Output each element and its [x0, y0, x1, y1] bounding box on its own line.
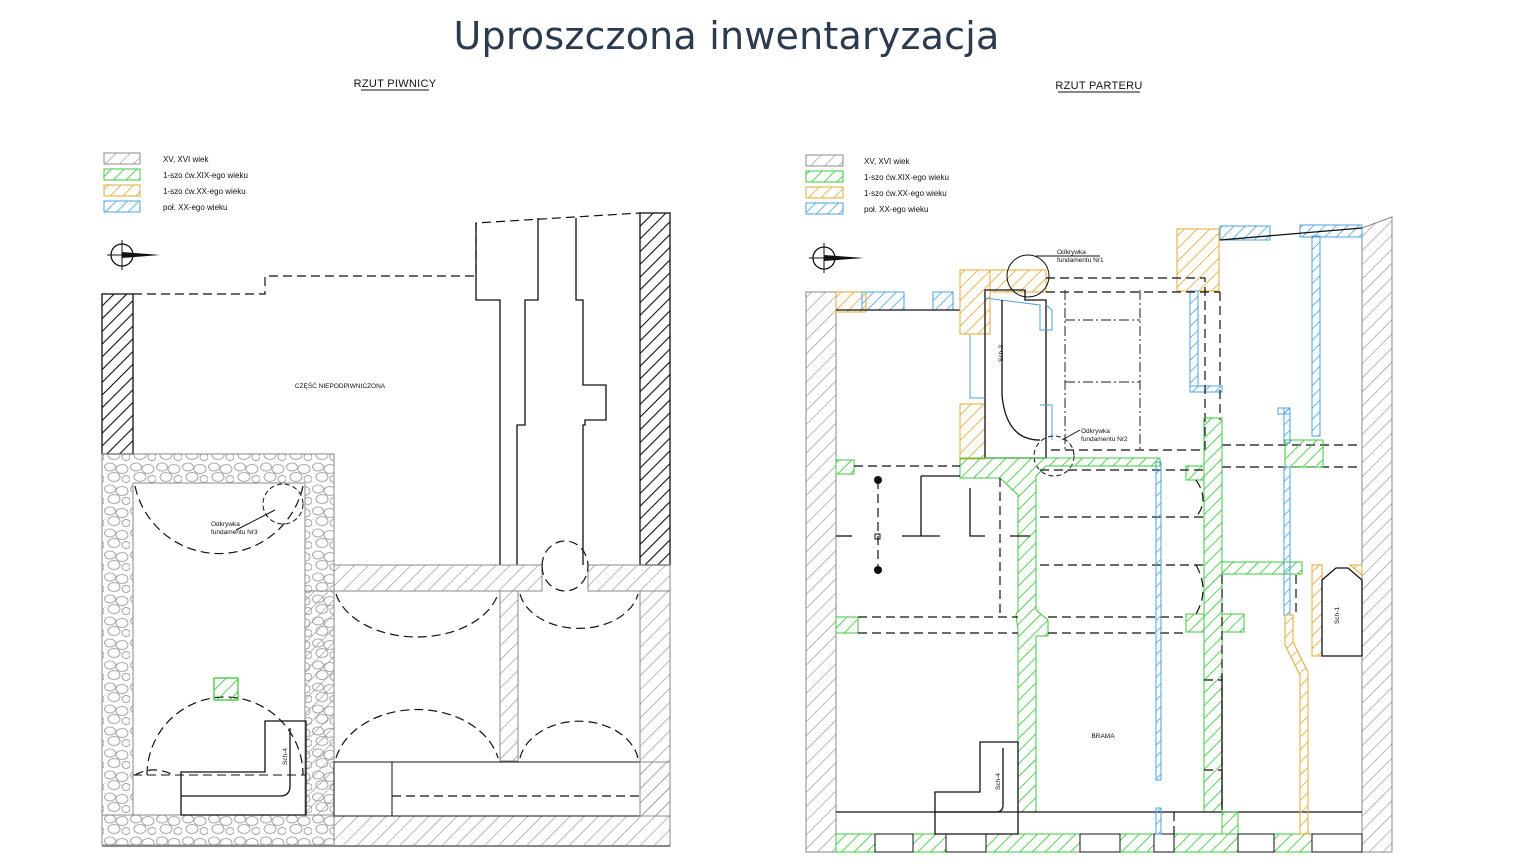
legend-label-15-16c: XV, XVI wiek	[163, 155, 210, 164]
legend-label-mid-20c: poł. XX-ego wieku	[163, 203, 227, 212]
gate-label: BRAMA	[1091, 733, 1115, 740]
chimney-sch3-label: Sch-3	[998, 345, 1005, 362]
discovery-2-sublabel: fundamentu Nr2	[1081, 436, 1128, 443]
legend-label-20c: 1-szo ćw.XX-ego wieku	[163, 187, 246, 196]
chimney-sch1-label: Sch-1	[1334, 607, 1341, 624]
north-arrow-icon	[809, 243, 864, 273]
legend-label-19c: 1-szo ćw.XIX-ego wieku	[163, 171, 248, 180]
ground-floor-plan: RZUT PARTERU XV, XVI wiek 1-szo ćw.XIX-e…	[805, 80, 1393, 853]
legend-label-mid-20c: poł. XX-ego wieku	[864, 205, 928, 214]
ground-floor-plan-title: RZUT PARTERU	[1055, 80, 1142, 92]
discovery-3-sublabel: fundamentu Nr3	[211, 529, 258, 536]
discovery-2-label: Odkrywka	[1081, 428, 1110, 435]
basement-legend: XV, XVI wiek 1-szo ćw.XIX-ego wieku 1-sz…	[103, 152, 248, 213]
discovery-1-label: Odkrywka	[1057, 249, 1086, 256]
unbasemented-label: CZĘŚĆ NIEPODPIWNICZONA	[295, 381, 386, 390]
basement-plan-title: RZUT PIWNICY	[354, 78, 437, 90]
chimney-sch4-label: Sch-4	[995, 773, 1002, 790]
discovery-1-sublabel: fundamentu Nr1	[1057, 257, 1104, 264]
legend-label-15-16c: XV, XVI wiek	[864, 157, 911, 166]
page-title: Uproszczona inwentaryzacja	[453, 14, 1000, 58]
chimney-sch4-label: Sch-4	[282, 748, 289, 765]
discovery-3-label: Odkrywka	[211, 521, 240, 528]
legend-label-20c: 1-szo ćw.XX-ego wieku	[864, 189, 947, 198]
ground-floor-legend: XV, XVI wiek 1-szo ćw.XIX-ego wieku 1-sz…	[805, 154, 949, 215]
legend-label-19c: 1-szo ćw.XIX-ego wieku	[864, 173, 949, 182]
basement-plan: RZUT PIWNICY XV, XVI wiek 1-szo ćw.XIX-e…	[101, 78, 671, 847]
north-arrow-icon	[107, 240, 160, 270]
